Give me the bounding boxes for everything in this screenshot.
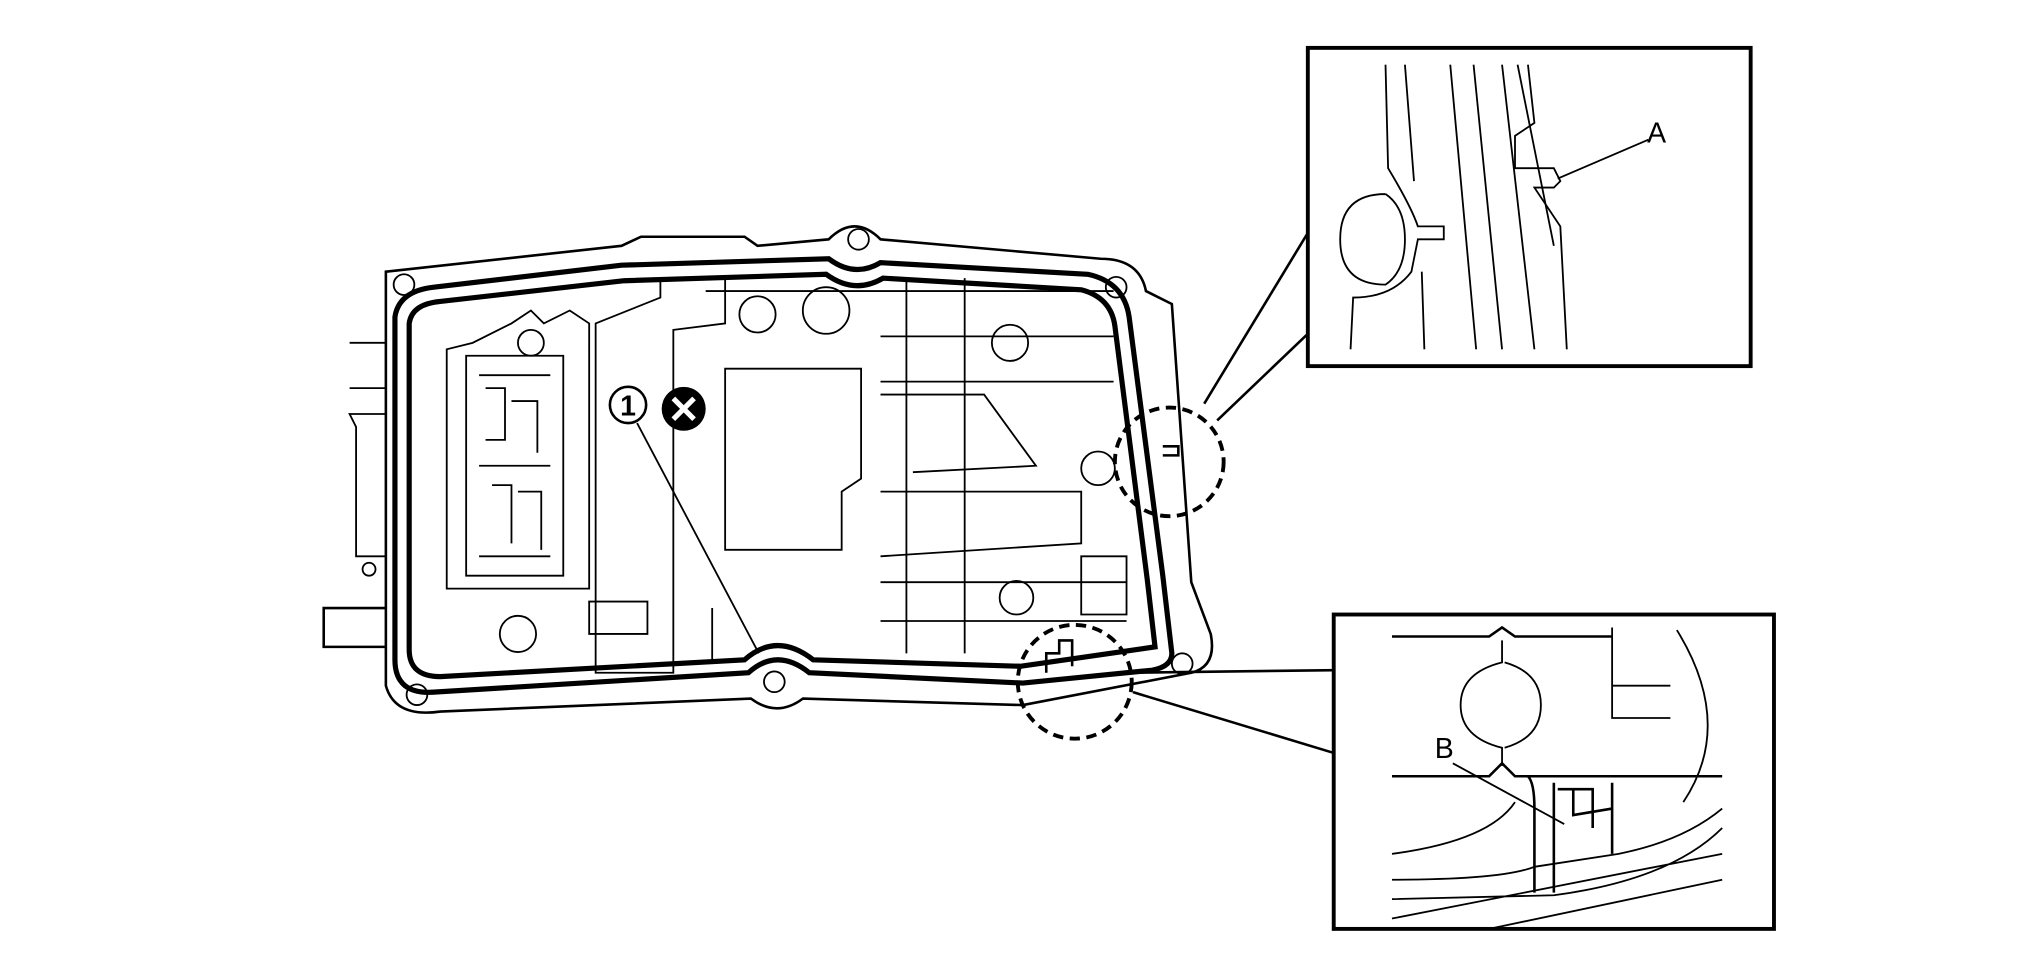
label-b-leader: [1452, 762, 1565, 825]
part-1-leader-line: [636, 422, 760, 654]
label-b: B: [1435, 733, 1454, 765]
part-1-callout: 1: [608, 385, 760, 654]
detail-a-pointer: [1203, 232, 1309, 422]
circled-x-icon: [661, 386, 706, 431]
label-a: A: [1647, 117, 1666, 149]
part-number-label: 1: [620, 390, 636, 422]
detail-b-circle: [1015, 622, 1134, 741]
inset-detail-b: B: [1331, 612, 1776, 931]
detail-b-pointer: [1129, 668, 1335, 755]
circled-number-icon: [608, 385, 648, 425]
inset-detail-a: A: [1305, 45, 1753, 369]
housing-internal-features: [445, 277, 1180, 674]
gasket: [392, 256, 1175, 695]
detail-a-circle: [1112, 405, 1226, 519]
label-a-leader: [1557, 138, 1649, 180]
